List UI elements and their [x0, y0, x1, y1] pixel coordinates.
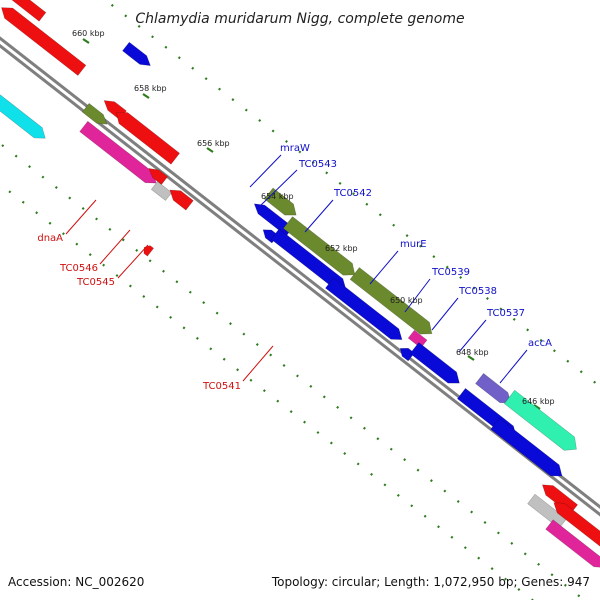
callout-line-8 [65, 199, 97, 235]
tick-row-1 [0, 142, 582, 599]
gene-label-TC0545: TC0545 [76, 277, 115, 288]
cds-arrow-11 [263, 187, 297, 216]
cds-arrow-6 [115, 112, 181, 165]
kbp-label-646: 646 kbp [522, 397, 555, 406]
cds-arrow-20 [399, 347, 415, 362]
cds-arrow-14 [282, 216, 356, 276]
cds-arrow-8 [148, 168, 169, 186]
gene-label-murE: murE [400, 239, 427, 250]
gene-callouts [65, 154, 528, 384]
cds-arrow-28 [553, 502, 600, 547]
major-tick-1 [142, 93, 150, 99]
cds-arrow-12 [253, 203, 294, 237]
kbp-label-652: 652 kbp [325, 244, 358, 253]
callout-line-3 [369, 250, 399, 285]
gene-label-TC0537: TC0537 [486, 308, 525, 319]
kbp-label-654: 654 kbp [261, 192, 294, 201]
callout-line-4 [404, 278, 431, 313]
callout-line-1 [257, 169, 298, 209]
gene-label-accA: accA [528, 338, 552, 349]
gene-label-TC0541: TC0541 [202, 381, 241, 392]
cds-arrow-23 [503, 389, 577, 451]
cds-arrow-17 [349, 267, 433, 335]
cds-arrow-5 [81, 102, 108, 125]
cds-arrow-10 [169, 189, 194, 211]
callout-line-10 [117, 244, 149, 279]
callout-line-2 [304, 199, 334, 233]
major-tick-2 [206, 147, 214, 153]
callout-line-5 [431, 297, 459, 331]
reverse-gene-labels: dnaA TC0546 TC0545 TC0541 [37, 233, 241, 392]
cds-arrow-16 [143, 245, 155, 257]
accession-text: Accession: NC_002620 [8, 575, 144, 589]
tick-row-0 [103, 0, 600, 388]
cds-arrow-3 [122, 41, 151, 66]
tick-row-2 [0, 182, 535, 600]
genome-summary-text: Topology: circular; Length: 1,072,950 bp… [271, 575, 590, 589]
kbp-label-658: 658 kbp [134, 84, 167, 93]
kbp-labels: 660 kbp 658 kbp 656 kbp 654 kbp 652 kbp … [72, 29, 555, 406]
kbp-label-650: 650 kbp [390, 296, 423, 305]
callout-line-0 [249, 154, 282, 188]
gene-label-TC0538: TC0538 [458, 286, 497, 297]
callout-line-9 [99, 229, 131, 265]
kbp-label-660: 660 kbp [72, 29, 105, 38]
callout-line-11 [242, 345, 274, 382]
forward-gene-labels: mraW TC0543 TC0542 murE TC0539 TC0538 TC… [280, 143, 552, 349]
callout-line-7 [499, 349, 528, 384]
gene-label-TC0546: TC0546 [59, 263, 98, 274]
cds-arrow-22 [475, 372, 512, 404]
cds-arrow-0 [0, 94, 46, 139]
callout-line-6 [458, 319, 487, 353]
gene-label-TC0539: TC0539 [431, 267, 470, 278]
major-tick-7 [533, 404, 541, 410]
kbp-label-648: 648 kbp [456, 348, 489, 357]
cds-arrow-25 [490, 417, 563, 477]
cds-arrow-9 [150, 181, 173, 201]
cds-arrow-21 [409, 342, 460, 384]
feature-arrows [0, 0, 600, 568]
cds-arrow-2 [1, 7, 87, 76]
cds-arrow-1 [11, 0, 47, 22]
gene-label-dnaA: dnaA [37, 233, 63, 244]
map-title: Chlamydia muridarum Nigg, complete genom… [135, 11, 464, 27]
gene-label-mraW: mraW [280, 143, 310, 154]
cds-arrow-18 [325, 277, 403, 340]
gene-label-TC0542: TC0542 [333, 188, 372, 199]
cds-arrow-7 [79, 120, 157, 184]
gene-label-TC0543: TC0543 [298, 159, 337, 170]
kbp-label-656: 656 kbp [197, 139, 230, 148]
major-tick-6 [467, 355, 475, 361]
major-tick-0 [82, 38, 90, 44]
cds-arrow-29 [545, 519, 600, 568]
